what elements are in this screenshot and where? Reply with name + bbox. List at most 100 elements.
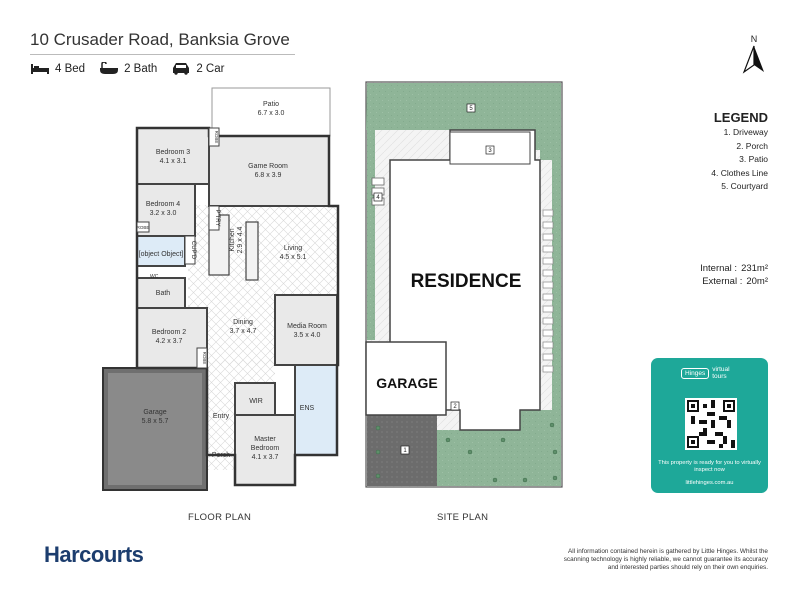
pantry: [208, 205, 220, 231]
bed-count: 4 Bed: [55, 62, 86, 75]
tour-brand: Hinges: [681, 368, 710, 379]
brand-logo: Harcourts: [44, 542, 144, 567]
bedroom3-label: Bedroom 3: [156, 149, 190, 156]
outer-walls: [135, 126, 340, 487]
robe-b2: [196, 347, 208, 369]
game-room-label: Game Room: [248, 163, 288, 170]
entry-label: Entry: [213, 413, 230, 420]
qr-code-icon: [687, 400, 735, 448]
living-label: Living: [284, 245, 302, 252]
dining-label: Dining: [233, 319, 253, 326]
patio-area: [211, 87, 331, 137]
cupboard: [184, 235, 196, 265]
bedroom3-room: [136, 127, 210, 185]
patio-label: Patio: [263, 101, 279, 108]
garage-label: Garage: [143, 409, 166, 416]
shrubs: [375, 422, 558, 483]
bedroom2-size: 4.2 x 3.7: [156, 338, 183, 345]
residence-label: RESIDENCE: [411, 271, 522, 292]
legend: LEGEND 1. Driveway 2. Porch 3. Patio 4. …: [640, 110, 768, 194]
feature-bed: 4 Bed: [30, 63, 85, 75]
garage-floor: [108, 373, 202, 485]
robe-b4-label: ROBE: [137, 225, 150, 230]
marker-2: 2: [453, 404, 457, 410]
bath-label: Bath: [156, 290, 171, 297]
media-room-size: 3.5 x 4.0: [294, 332, 321, 339]
bath-count: 2 Bath: [124, 62, 158, 75]
wir-label: WIR: [249, 398, 263, 405]
north-label: N: [750, 34, 758, 44]
game-room: [208, 135, 330, 207]
master-room: [234, 414, 296, 486]
laundry-label: [object Object]: [139, 251, 184, 258]
porch-label: Porch: [212, 452, 230, 459]
floor-plan: ROBE ROBE ROBE P'TRY CUP'D Patio 6.7 x 3…: [102, 87, 340, 491]
legend-item: 4. Clothes Line: [711, 167, 768, 178]
bedroom4-label: Bedroom 4: [146, 201, 180, 208]
garage-footprint: [365, 341, 447, 416]
ens-label: ENS: [300, 405, 315, 412]
floor-plan-caption: FLOOR PLAN: [188, 512, 252, 523]
ensuite-room: [294, 364, 338, 456]
marker-4: 4: [376, 195, 380, 201]
north-arrow-icon: [742, 45, 764, 74]
pantry-label: P'TRY: [214, 209, 220, 226]
robe-b3-label: ROBE: [214, 131, 219, 144]
wc-label: WC: [150, 274, 159, 280]
marker-5: 5: [469, 106, 473, 112]
bath-icon: [100, 62, 119, 74]
virtual-tour-card[interactable]: Hinges virtual tours This property is re…: [651, 358, 768, 493]
bedroom2-label: Bedroom 2: [152, 329, 186, 336]
kitchen-island: [245, 221, 259, 281]
feature-car: 2 Car: [171, 62, 224, 75]
living-size: 4.5 x 5.1: [280, 254, 307, 261]
bedroom4-size: 3.2 x 3.0: [150, 210, 177, 217]
bed-icon: [31, 63, 49, 74]
external-area-label: External :: [702, 276, 743, 287]
garage-size: 5.8 x 5.7: [142, 418, 169, 425]
car-count: 2 Car: [196, 62, 225, 75]
marker-3: 3: [488, 148, 492, 154]
site-plan: 1 2 3 4 5 RESIDENCE GARAGE: [365, 81, 563, 488]
marker-1: 1: [403, 448, 407, 454]
property-address: 10 Crusader Road, Banksia Grove: [30, 30, 290, 49]
site-plan-caption: SITE PLAN: [437, 512, 489, 523]
disclaimer: All information contained herein is gath…: [563, 548, 768, 571]
legend-item: 2. Porch: [736, 140, 768, 151]
feature-bath: 2 Bath: [99, 62, 157, 75]
legend-item: 3. Patio: [739, 154, 768, 164]
qr-code[interactable]: [685, 398, 737, 450]
side-grass-right: [552, 150, 561, 410]
external-area-value: 20m²: [746, 276, 768, 287]
internal-area-label: Internal :: [700, 263, 738, 274]
bedroom3-size: 4.1 x 3.1: [160, 158, 187, 165]
media-room-label: Media Room: [287, 323, 327, 330]
patio-size: 6.7 x 3.0: [258, 110, 285, 117]
title-divider: [30, 54, 295, 55]
tour-tag-tours: tours: [712, 372, 727, 380]
robe-b4: [136, 221, 150, 233]
legend-item: 1. Driveway: [723, 127, 768, 137]
kitchen-label: Kitchen: [229, 228, 236, 251]
tour-message: This property is ready for you to virtua…: [658, 460, 761, 473]
master-size: 4.1 x 3.7: [252, 454, 279, 461]
internal-area-value: 231m²: [741, 263, 768, 274]
front-garden: [437, 410, 561, 486]
tour-logo: Hinges virtual tours: [681, 366, 730, 380]
area-summary: Internal :231m² External :20m²: [640, 262, 768, 288]
kitchen-size: 2.9 x 4.4: [237, 226, 244, 253]
tour-tag-virtual: virtual: [712, 366, 730, 373]
car-icon: [173, 63, 190, 75]
robe-b2-label: ROBE: [202, 352, 207, 365]
side-path-markers: [542, 209, 554, 373]
master-label-2: Bedroom: [251, 445, 280, 452]
tour-url[interactable]: littlehinges.com.au: [685, 480, 734, 486]
media-room: [274, 294, 338, 366]
legend-title: LEGEND: [713, 110, 768, 125]
side-grass-left: [367, 130, 375, 340]
game-room-size: 6.8 x 3.9: [255, 172, 282, 179]
robe-b3: [208, 127, 220, 147]
wir-room: [234, 382, 276, 416]
property-features: 4 Bed 2 Bath 2 Car: [30, 62, 224, 75]
cupboard-label: CUP'D: [190, 241, 196, 260]
